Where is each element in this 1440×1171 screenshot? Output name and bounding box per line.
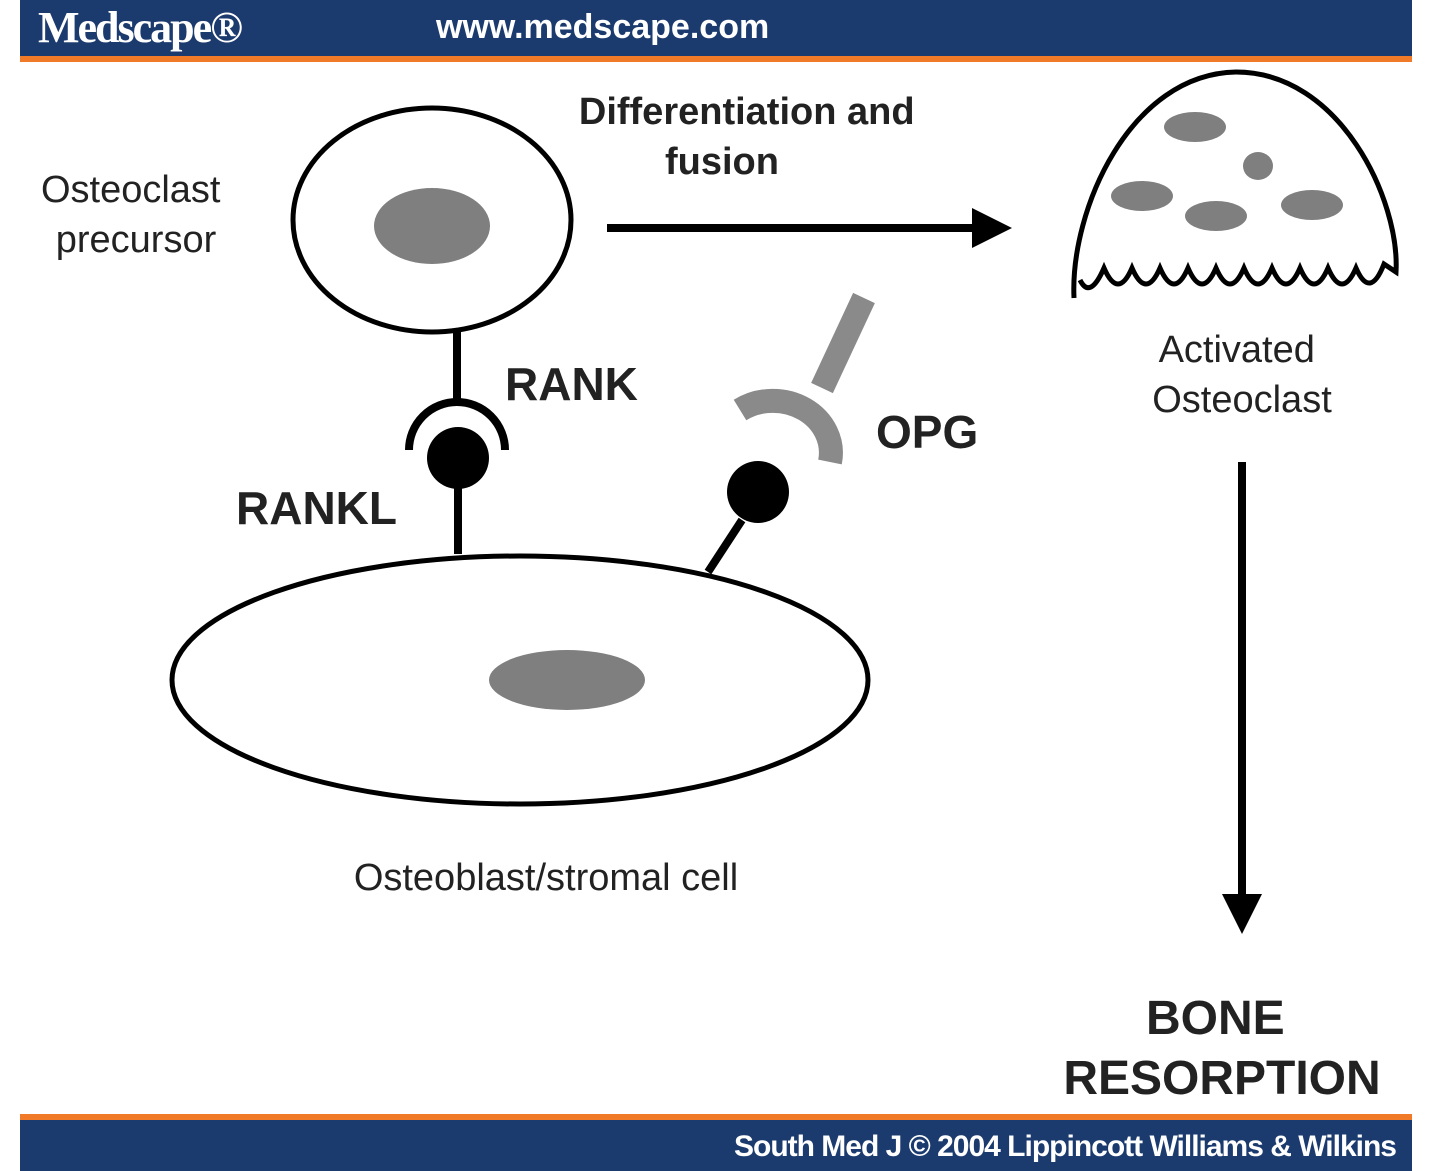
rankl-ligand — [427, 427, 489, 489]
site-url: www.medscape.com — [436, 8, 770, 46]
outcome-label-line-1: BONE — [1146, 992, 1285, 1045]
footer-bar: South Med J © 2004 Lippincott Williams &… — [20, 1114, 1412, 1171]
activated-label-line-2: Osteoclast — [1152, 379, 1332, 421]
precursor-nucleus — [374, 188, 490, 264]
osteoclast-nucleus-5 — [1281, 190, 1343, 220]
activated-osteoclast-label: Activated Osteoclast — [1152, 329, 1332, 421]
differentiation-label-line-1: Differentiation and — [579, 91, 915, 133]
opg-bound-rankl — [727, 461, 789, 523]
precursor-label: Osteoclast precursor — [41, 169, 231, 261]
differentiation-label-line-2: fusion — [665, 141, 779, 183]
activated-osteoclast-cell — [1071, 69, 1399, 299]
rankl-label: RANKL — [236, 482, 397, 534]
outcome-label-line-2: RESORPTION — [1063, 1052, 1380, 1105]
medscape-logo: Medscape® — [38, 3, 243, 52]
differentiation-label: Differentiation and fusion — [579, 91, 925, 183]
osteoblast-label: Osteoblast/stromal cell — [354, 857, 738, 899]
osteoclast-nucleus-1 — [1164, 112, 1226, 142]
osteoclast-nucleus-3 — [1111, 181, 1173, 211]
opg-stalk — [811, 292, 875, 394]
rank-receptor — [405, 398, 509, 451]
rank-label: RANK — [505, 358, 638, 410]
osteoblast-stromal-cell — [169, 553, 871, 807]
osteoclast-nucleus-4 — [1185, 201, 1247, 231]
opg-rankl-stalk — [704, 517, 746, 575]
header-bar: Medscape® www.medscape.com — [20, 0, 1412, 62]
opg-label: OPG — [876, 406, 978, 458]
precursor-label-line-1: Osteoclast — [41, 169, 221, 211]
osteoclast-precursor-cell — [290, 105, 574, 335]
precursor-label-line-2: precursor — [56, 219, 217, 261]
copyright-text: South Med J © 2004 Lippincott Williams &… — [734, 1130, 1397, 1163]
osteoblast-nucleus — [489, 650, 645, 710]
bone-resorption-label: BONE RESORPTION — [1063, 992, 1380, 1105]
activated-label-line-1: Activated — [1159, 329, 1315, 371]
osteoclast-nucleus-2 — [1243, 152, 1273, 180]
opg-decoy-receptor — [733, 388, 843, 465]
